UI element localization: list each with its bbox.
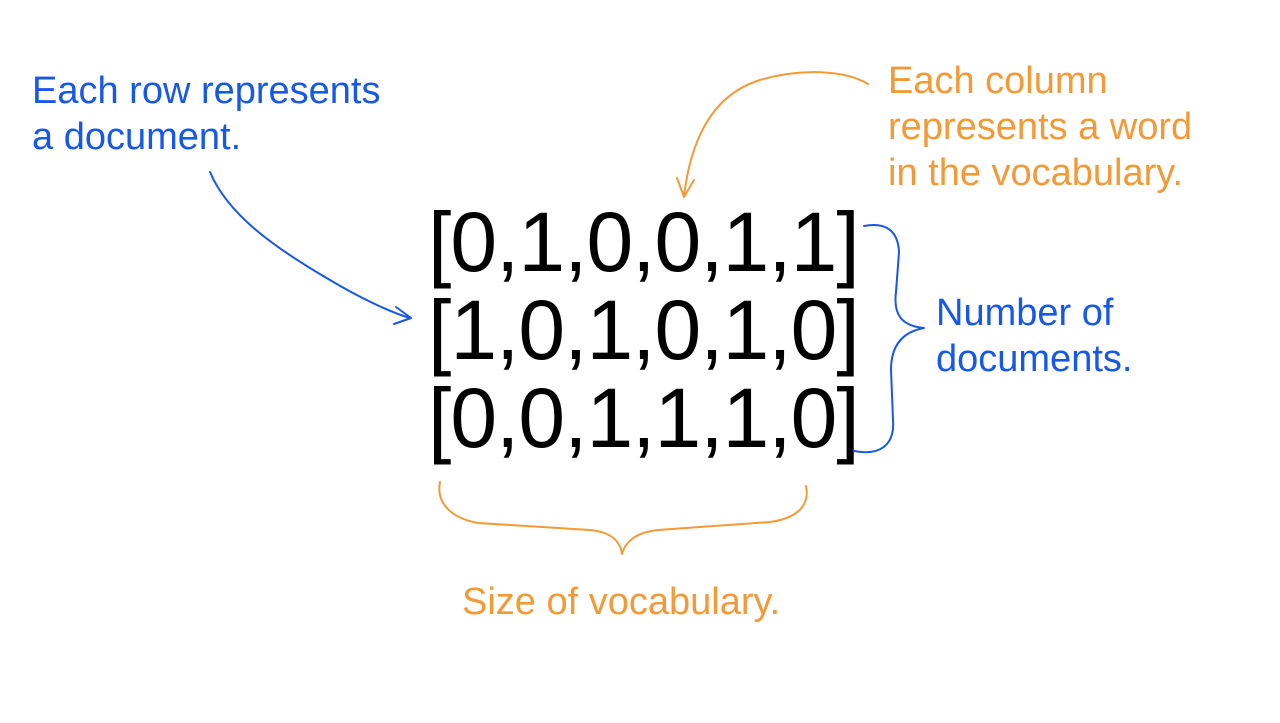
vocabulary-size-label: Size of vocabulary.	[462, 581, 781, 623]
columns-brace-icon	[438, 481, 808, 555]
column-annotation-line-2: represents a word	[888, 106, 1193, 148]
column-pointer-arrow-icon	[676, 71, 869, 198]
column-annotation-line-3: in the vocabulary.	[888, 152, 1184, 194]
matrix-row-3: [0,0,1,1,1,0]	[428, 371, 860, 465]
column-annotation-line-1: Each column	[888, 60, 1108, 102]
document-term-matrix: [0,1,0,0,1,1] [1,0,1,0,1,0] [0,0,1,1,1,0…	[428, 195, 860, 465]
row-pointer-arrow-icon	[209, 171, 412, 325]
rows-brace-icon	[853, 224, 925, 454]
matrix-row-1: [0,1,0,0,1,1]	[428, 195, 860, 289]
number-of-documents-line-2: documents.	[936, 338, 1133, 380]
row-annotation: Each row represents a document.	[32, 68, 381, 160]
matrix-row-2: [1,0,1,0,1,0]	[428, 283, 860, 377]
row-annotation-line-2: a document.	[32, 116, 242, 158]
number-of-documents-line-1: Number of	[936, 292, 1114, 334]
row-annotation-line-1: Each row represents	[32, 70, 381, 112]
number-of-documents-label: Number of documents.	[936, 290, 1132, 382]
column-annotation: Each column represents a word in the voc…	[888, 58, 1192, 196]
